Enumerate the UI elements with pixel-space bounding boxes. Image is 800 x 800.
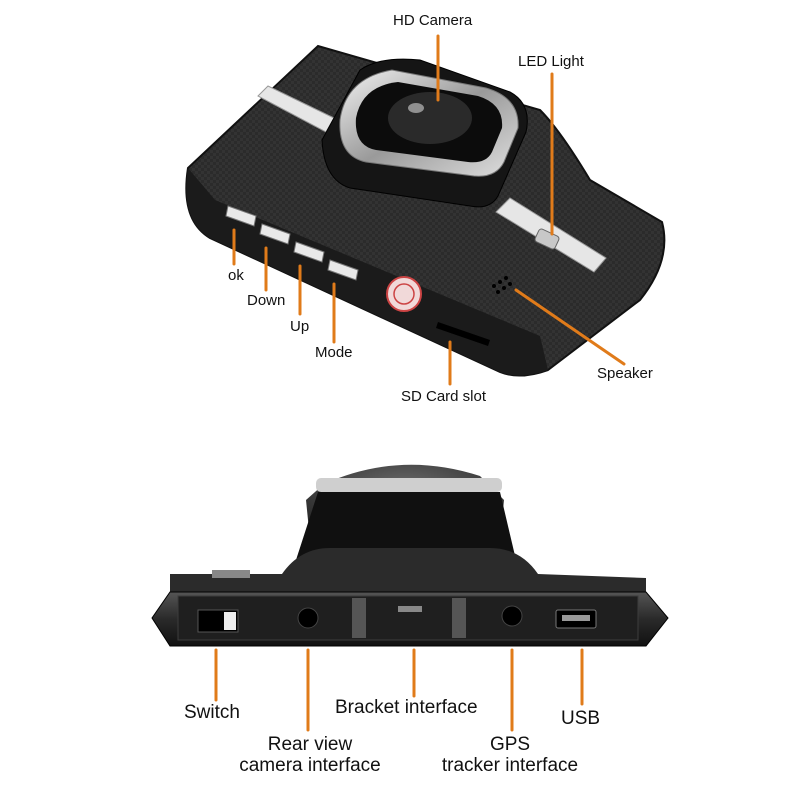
top-side-face bbox=[186, 168, 548, 376]
label-rear-view-line2: camera interface bbox=[239, 754, 381, 776]
sd-card-slot bbox=[436, 322, 490, 346]
bottom-leader-lines bbox=[214, 648, 584, 732]
led-light bbox=[534, 228, 560, 250]
leader-speaker bbox=[514, 288, 626, 366]
top-leader-lines bbox=[232, 34, 626, 386]
rear-shoulder bbox=[170, 548, 646, 592]
label-up: Up bbox=[290, 318, 310, 335]
bracket-slot bbox=[398, 606, 422, 612]
speaker-grille bbox=[492, 276, 512, 294]
label-led-light: LED Light bbox=[518, 53, 584, 70]
bracket-rail-right bbox=[452, 598, 466, 638]
rear-lens-ring bbox=[316, 478, 502, 492]
label-bracket-interface: Bracket interface bbox=[335, 697, 478, 718]
label-usb: USB bbox=[561, 708, 601, 729]
gps-jack bbox=[501, 605, 523, 627]
warranty-seal bbox=[386, 276, 422, 312]
label-rear-view-line1: Rear view bbox=[267, 734, 353, 755]
usb-tongue bbox=[562, 615, 590, 621]
lens-glare bbox=[408, 103, 424, 113]
label-speaker: Speaker bbox=[597, 365, 653, 382]
side-buttons bbox=[225, 205, 359, 281]
label-down: Down bbox=[247, 292, 286, 309]
label-ok: ok bbox=[228, 267, 244, 284]
label-rear-view: Rear view camera interface bbox=[220, 734, 400, 777]
button-up bbox=[293, 241, 325, 263]
rear-lens-barrel bbox=[296, 492, 516, 560]
lens-inner bbox=[388, 92, 472, 144]
label-gps: GPS tracker interface bbox=[425, 734, 595, 777]
top-view-device bbox=[185, 44, 666, 377]
label-gps-line1: GPS bbox=[489, 734, 531, 755]
label-switch: Switch bbox=[184, 702, 240, 723]
label-sd-card-slot: SD Card slot bbox=[401, 388, 487, 405]
label-gps-line2: tracker interface bbox=[441, 754, 579, 776]
bottom-view-device bbox=[151, 464, 669, 647]
rear-view-jack bbox=[297, 607, 319, 629]
bracket-stub bbox=[212, 570, 250, 578]
bracket-rail-left bbox=[352, 598, 366, 638]
label-hd-camera: HD Camera bbox=[393, 12, 473, 29]
switch-knob bbox=[224, 612, 236, 630]
button-down bbox=[259, 223, 291, 245]
button-ok bbox=[225, 205, 257, 227]
label-mode: Mode bbox=[315, 344, 353, 361]
button-mode bbox=[327, 259, 359, 281]
